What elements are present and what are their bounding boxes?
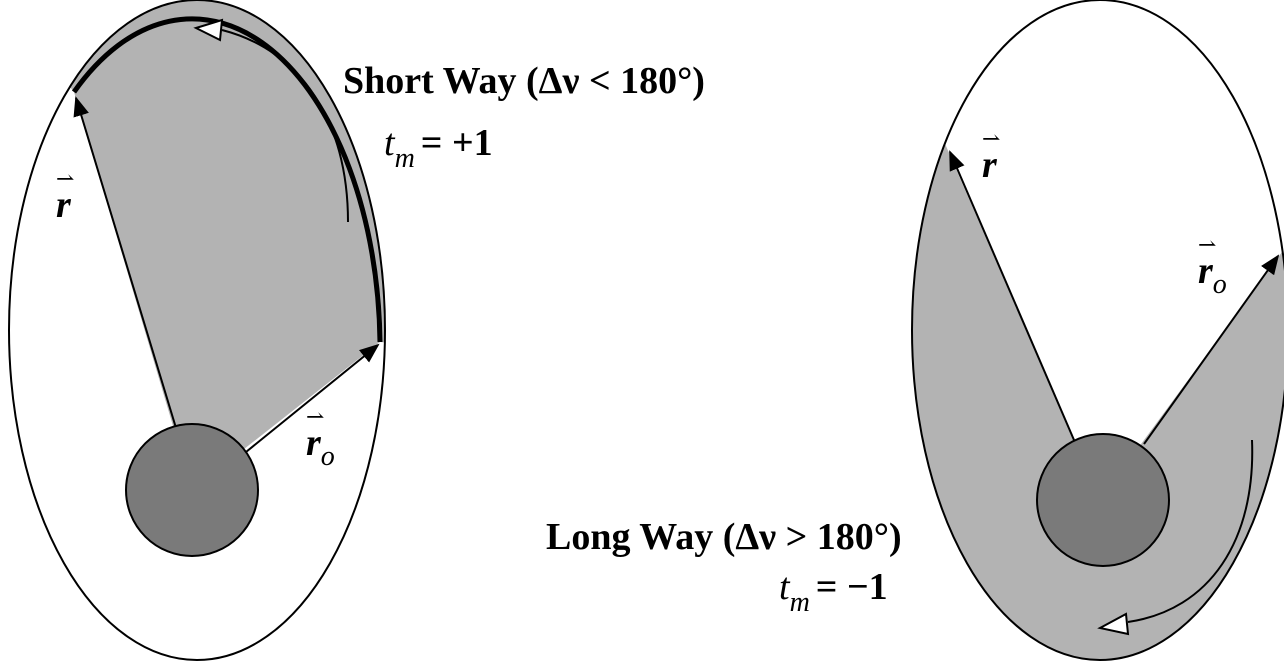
long-way-motion-arrow <box>1127 439 1254 623</box>
long-way-diagram <box>911 0 1284 661</box>
short-way-r-symbol: r <box>56 184 71 226</box>
short-way-diagram <box>8 0 386 661</box>
long-way-orbit-ellipse <box>911 0 1284 661</box>
short-way-r0-vector <box>245 343 380 453</box>
short-way-title: Short Way (Δν < 180°) <box>343 60 705 102</box>
long-way-unshaded-wedge <box>912 0 1284 500</box>
long-way-r-label: ⇀r <box>982 126 1001 186</box>
long-way-motion-arrowhead <box>1097 612 1130 636</box>
long-way-r0-symbol: r <box>1198 250 1213 292</box>
short-way-transfer-arc <box>71 16 383 343</box>
long-way-r0-vector <box>1143 254 1280 445</box>
short-way-shaded-region <box>9 0 385 490</box>
long-way-tm-subscript: m <box>789 587 810 618</box>
short-way-motion-arrowhead <box>193 18 224 42</box>
short-way-central-body <box>125 423 259 557</box>
short-way-r-label: ⇀r <box>56 166 75 226</box>
long-way-central-body <box>1036 433 1170 567</box>
long-way-r0-label: ⇀ro <box>1198 232 1227 300</box>
long-way-r0-subscript: o <box>1212 269 1227 300</box>
short-way-r0-label: ⇀ro <box>306 404 335 472</box>
short-way-tm-value: = +1 <box>420 122 493 164</box>
short-way-motion-arrow <box>221 29 349 223</box>
short-way-r-vector <box>73 96 177 429</box>
short-way-r0-subscript: o <box>320 441 335 472</box>
long-way-tm-value: = −1 <box>815 566 888 608</box>
short-way-tm-label: tm= +1 <box>384 124 493 173</box>
short-way-orbit-ellipse <box>8 0 386 661</box>
long-way-r-vector <box>949 150 1075 441</box>
short-way-tm-symbol: t <box>384 122 395 164</box>
short-way-r0-symbol: r <box>306 422 321 464</box>
long-way-title: Long Way (Δν > 180°) <box>546 516 902 558</box>
long-way-r-symbol: r <box>982 144 997 186</box>
short-way-tm-subscript: m <box>394 143 415 174</box>
long-way-tm-label: tm= −1 <box>779 568 888 617</box>
long-way-tm-symbol: t <box>779 566 790 608</box>
